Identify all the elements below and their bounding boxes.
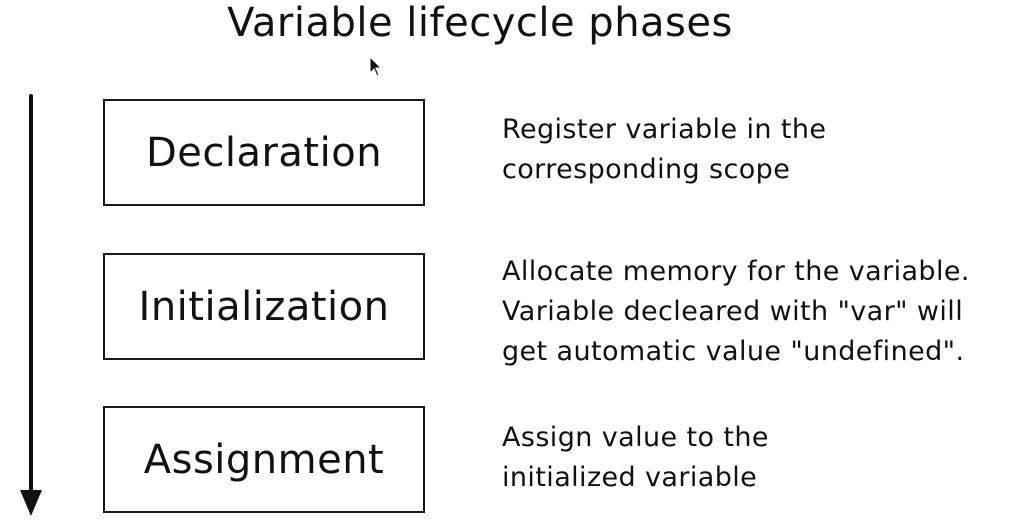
phase-label: Initialization xyxy=(138,283,390,330)
phase-description-assignment: Assign value to the initialized variable xyxy=(502,418,1022,498)
phase-box-declaration: Declaration xyxy=(103,99,425,206)
description-line: Assign value to the xyxy=(502,422,769,453)
diagram-title: Variable lifecycle phases xyxy=(227,0,733,46)
description-line: Variable decleared with "var" will xyxy=(502,296,964,327)
description-line: corresponding scope xyxy=(502,154,791,185)
phase-label: Declaration xyxy=(145,129,383,176)
phase-box-initialization: Initialization xyxy=(103,253,425,360)
phase-description-initialization: Allocate memory for the variable. Variab… xyxy=(502,252,1022,372)
mouse-pointer-icon xyxy=(369,56,383,77)
description-line: initialized variable xyxy=(502,462,758,493)
description-line: get automatic value "undefined". xyxy=(502,336,965,367)
phase-label: Assignment xyxy=(143,436,385,483)
description-line: Register variable in the xyxy=(502,114,827,145)
phase-box-assignment: Assignment xyxy=(103,406,425,513)
phase-description-declaration: Register variable in the corresponding s… xyxy=(502,110,1022,190)
description-line: Allocate memory for the variable. xyxy=(502,256,970,287)
down-arrow-icon xyxy=(20,94,42,516)
